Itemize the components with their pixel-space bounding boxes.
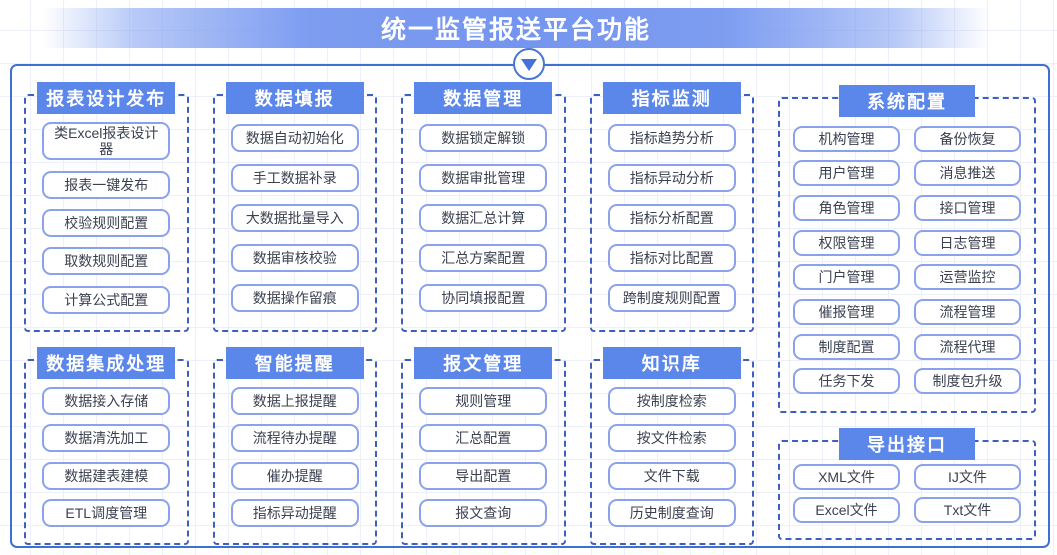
feature-item: Txt文件 <box>914 496 1021 523</box>
feature-item: 历史制度查询 <box>607 499 736 528</box>
group-report-design-publish: 报表设计发布类Excel报表设计器报表一键发布校验规则配置取数规则配置计算公式配… <box>24 82 189 332</box>
feature-item: 报表一键发布 <box>42 170 171 199</box>
group-system-configuration: 系统配置机构管理备份恢复用户管理消息推送角色管理接口管理权限管理日志管理门户管理… <box>778 85 1036 413</box>
group-items: 数据锁定解锁数据审批管理数据汇总计算汇总方案配置协同填报配置 <box>403 96 564 330</box>
feature-groups-right: 系统配置机构管理备份恢复用户管理消息推送角色管理接口管理权限管理日志管理门户管理… <box>778 85 1036 546</box>
group-message-management: 报文管理规则管理汇总配置导出配置报文查询 <box>401 347 566 545</box>
feature-item: 门户管理 <box>793 264 900 291</box>
group-data-filling: 数据填报数据自动初始化手工数据补录大数据批量导入数据审核校验数据操作留痕 <box>212 82 377 332</box>
feature-item: 校验规则配置 <box>42 209 171 238</box>
feature-item: 数据自动初始化 <box>230 124 359 152</box>
feature-item: 数据操作留痕 <box>230 284 359 312</box>
feature-item: 大数据批量导入 <box>230 204 359 232</box>
feature-item: 按制度检索 <box>607 386 736 415</box>
group-title: 智能提醒 <box>225 347 364 379</box>
feature-item: 数据上报提醒 <box>230 386 359 415</box>
feature-item: ETL调度管理 <box>42 499 171 528</box>
feature-item: 用户管理 <box>793 160 900 187</box>
feature-item: 协同填报配置 <box>419 284 548 312</box>
features-panel: 报表设计发布类Excel报表设计器报表一键发布校验规则配置取数规则配置计算公式配… <box>10 64 1050 548</box>
group-items: 规则管理汇总配置导出配置报文查询 <box>403 361 564 543</box>
feature-item: 机构管理 <box>793 125 900 152</box>
feature-item: 数据接入存储 <box>42 386 171 415</box>
feature-item: 制度配置 <box>793 333 900 360</box>
group-items: 数据接入存储数据清洗加工数据建表建模 ETL调度管理 <box>26 361 187 543</box>
group-items: 机构管理备份恢复用户管理消息推送角色管理接口管理权限管理日志管理门户管理运营监控… <box>780 99 1034 411</box>
feature-item: 计算公式配置 <box>42 285 171 314</box>
feature-item: 数据清洗加工 <box>42 424 171 453</box>
group-items: 数据上报提醒流程待办提醒催办提醒指标异动提醒 <box>215 361 376 543</box>
group-indicator-monitoring: 指标监测指标趋势分析指标异动分析指标分析配置指标对比配置跨制度规则配置 <box>589 82 754 332</box>
group-items: 指标趋势分析指标异动分析指标分析配置指标对比配置跨制度规则配置 <box>592 96 753 330</box>
group-title: 数据管理 <box>414 82 553 114</box>
group-title: 指标监测 <box>602 82 741 114</box>
feature-item: 指标趋势分析 <box>607 124 736 152</box>
feature-item: 数据锁定解锁 <box>419 124 548 152</box>
feature-item: 流程代理 <box>914 333 1021 360</box>
feature-item: 汇总配置 <box>419 424 548 453</box>
feature-item: 备份恢复 <box>914 125 1021 152</box>
feature-item: 导出配置 <box>419 461 548 490</box>
feature-item: 催办提醒 <box>230 461 359 490</box>
feature-item: 指标对比配置 <box>607 244 736 272</box>
group-items: XML文件 IJ文件 Excel文件 Txt文件 <box>780 442 1034 538</box>
feature-item: 汇总方案配置 <box>419 244 548 272</box>
feature-item: 任务下发 <box>793 368 900 395</box>
feature-item: 数据审核校验 <box>230 244 359 272</box>
group-data-integration-processing: 数据集成处理数据接入存储数据清洗加工数据建表建模 ETL调度管理 <box>24 347 189 545</box>
title-banner: 统一监管报送平台功能 <box>42 8 990 48</box>
group-title: 报文管理 <box>414 347 553 379</box>
feature-item: Excel文件 <box>793 496 900 523</box>
group-data-management: 数据管理数据锁定解锁数据审批管理数据汇总计算汇总方案配置协同填报配置 <box>401 82 566 332</box>
feature-item: 按文件检索 <box>607 424 736 453</box>
group-items: 数据自动初始化手工数据补录大数据批量导入数据审核校验数据操作留痕 <box>215 96 376 330</box>
feature-item: 类Excel报表设计器 <box>42 122 171 161</box>
feature-item: 消息推送 <box>914 160 1021 187</box>
feature-item: 运营监控 <box>914 264 1021 291</box>
feature-item: 流程待办提醒 <box>230 424 359 453</box>
feature-item: 日志管理 <box>914 229 1021 256</box>
feature-item: 流程管理 <box>914 298 1021 325</box>
feature-item: 取数规则配置 <box>42 247 171 276</box>
feature-item: 权限管理 <box>793 229 900 256</box>
page-title: 统一监管报送平台功能 <box>380 16 651 44</box>
group-export-interface: 导出接口 XML文件 IJ文件 Excel文件 Txt文件 <box>778 428 1036 540</box>
feature-item: 数据建表建模 <box>42 461 171 490</box>
group-title: 系统配置 <box>839 85 975 117</box>
feature-item: 催报管理 <box>793 298 900 325</box>
group-items: 按制度检索按文件检索文件下载历史制度查询 <box>592 361 753 543</box>
group-knowledge-base: 知识库按制度检索按文件检索文件下载历史制度查询 <box>589 347 754 545</box>
feature-item: 指标异动提醒 <box>230 499 359 528</box>
group-title: 报表设计发布 <box>37 82 176 114</box>
feature-item: 手工数据补录 <box>230 164 359 192</box>
group-title: 数据集成处理 <box>37 347 176 379</box>
feature-groups-left: 报表设计发布类Excel报表设计器报表一键发布校验规则配置取数规则配置计算公式配… <box>24 82 754 546</box>
feature-item: 规则管理 <box>419 386 548 415</box>
feature-item: 文件下载 <box>607 461 736 490</box>
arrow-down-icon <box>521 59 537 71</box>
group-title: 导出接口 <box>839 428 975 460</box>
feature-item: 指标分析配置 <box>607 204 736 232</box>
group-smart-reminder: 智能提醒数据上报提醒流程待办提醒催办提醒指标异动提醒 <box>212 347 377 545</box>
feature-item: 制度包升级 <box>914 368 1021 395</box>
feature-item: 角色管理 <box>793 194 900 221</box>
feature-item: 数据审批管理 <box>419 164 548 192</box>
feature-item: XML文件 <box>793 464 900 491</box>
feature-item: 报文查询 <box>419 499 548 528</box>
feature-item: IJ文件 <box>914 464 1021 491</box>
feature-item: 指标异动分析 <box>607 164 736 192</box>
group-items: 类Excel报表设计器报表一键发布校验规则配置取数规则配置计算公式配置 <box>26 96 187 330</box>
feature-item: 接口管理 <box>914 194 1021 221</box>
group-title: 知识库 <box>602 347 741 379</box>
feature-item: 跨制度规则配置 <box>607 284 736 312</box>
group-title: 数据填报 <box>225 82 364 114</box>
feature-item: 数据汇总计算 <box>419 204 548 232</box>
arrow-down-badge <box>513 48 545 80</box>
